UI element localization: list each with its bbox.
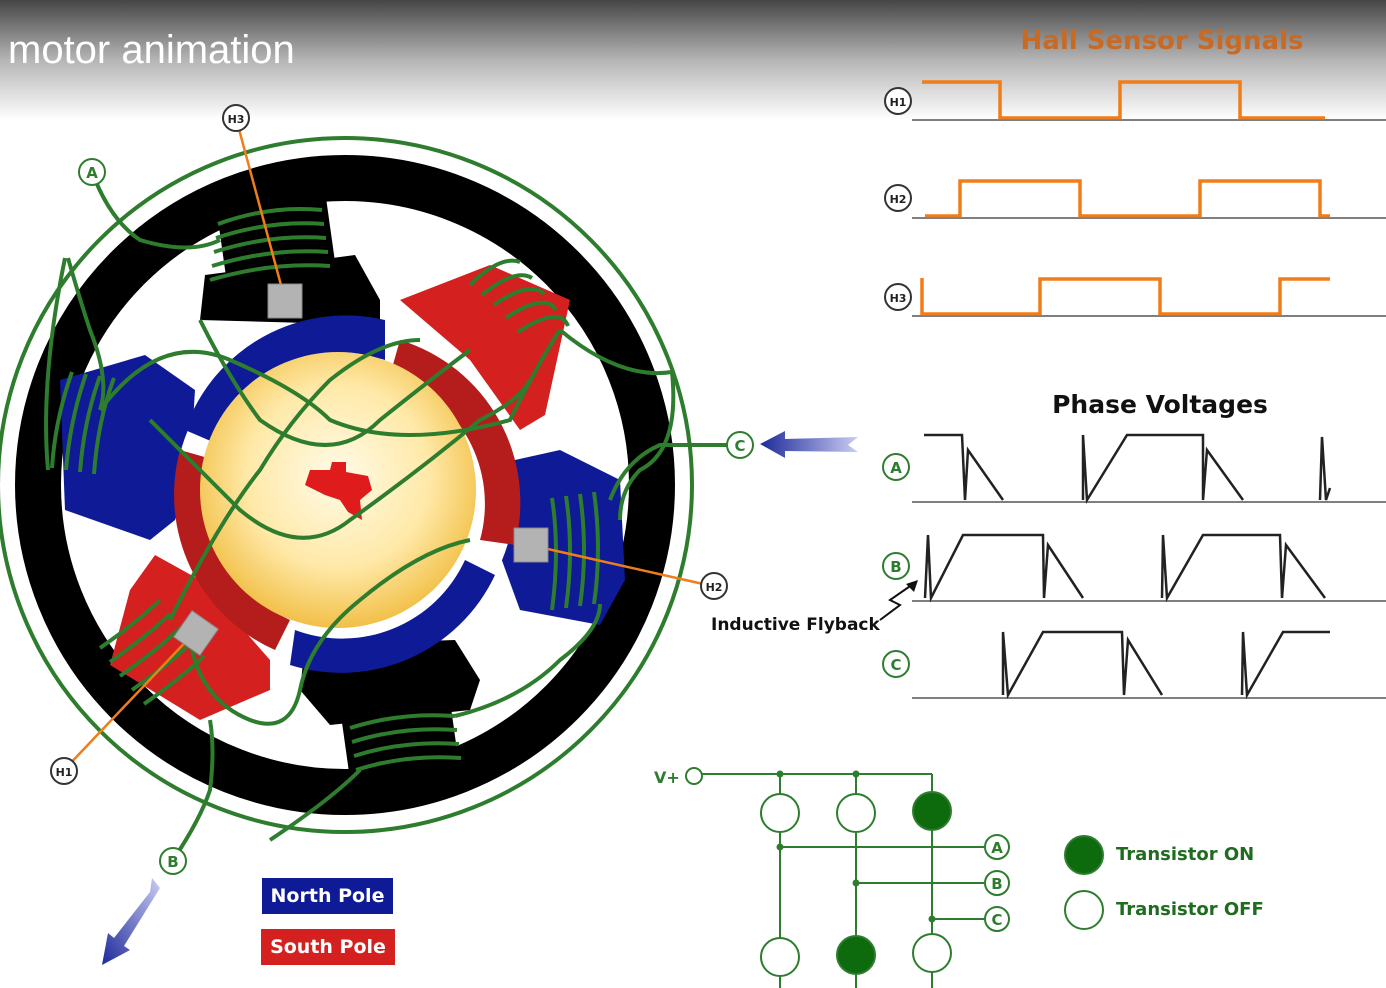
hall-signals-title: Hall Sensor Signals (1021, 26, 1304, 56)
coil-bottom (349, 713, 462, 772)
hall-label-h3-text: H3 (890, 292, 907, 305)
phase-label-a-text: A (890, 459, 902, 477)
hall-label-h3: H3 (884, 283, 912, 311)
legend-on-swatch (1064, 835, 1104, 875)
phase-label-a: A (882, 453, 910, 481)
rotor-north-arc-bottom (290, 560, 495, 673)
legend-south-pole: South Pole (261, 929, 395, 965)
title-overlay (0, 0, 1386, 120)
coil-left (50, 371, 116, 475)
h2-lead (529, 543, 713, 588)
hall-sensor-h1 (173, 610, 219, 656)
legend-transistor-on: Transistor ON (1116, 844, 1255, 865)
h3-lead (234, 117, 287, 301)
hall-signals-panel: Hall Sensor Signals H1 H2 H3 (884, 26, 1386, 317)
terminal-c-label: C (734, 437, 745, 455)
flyback-pointer (879, 581, 917, 621)
stator-ring (15, 155, 675, 815)
terminal-b-label: B (167, 853, 178, 871)
ti-logo-icon (305, 462, 372, 520)
coil-bottom-left (98, 598, 206, 706)
bridge-output-a: A (984, 834, 1010, 860)
current-arrow-c-icon (760, 431, 858, 458)
bridge-output-c: C (984, 906, 1010, 932)
bridge-output-c-label: C (991, 911, 1002, 929)
terminal-b: B (159, 847, 187, 875)
bridge-output-b-label: B (991, 875, 1002, 893)
legend-transistor-off: Transistor OFF (1116, 899, 1264, 920)
sensor-badge-h3-label: H3 (228, 113, 245, 126)
hall-label-h1: H1 (884, 87, 912, 115)
transistor-low-c (912, 933, 952, 973)
hall-label-h1-text: H1 (890, 96, 907, 109)
terminal-a: A (78, 158, 106, 186)
bridge-output-b: B (984, 870, 1010, 896)
flyback-arrowhead-icon (906, 580, 918, 592)
phase-voltages-title: Phase Voltages (1052, 390, 1268, 419)
current-arrow-b-icon (102, 878, 160, 965)
hall-waveform-h2 (925, 179, 1330, 218)
h1-lead (63, 631, 196, 771)
transistor-low-a (760, 937, 800, 977)
sensor-badge-h1: H1 (50, 757, 78, 785)
legend-north-pole: North Pole (262, 878, 393, 914)
phase-waveform-b (923, 533, 1327, 603)
hall-label-h2: H2 (884, 184, 912, 212)
phase-voltages-panel: Phase Voltages A B C (711, 390, 1386, 700)
interconnect-wires (44, 171, 740, 862)
phase-label-b-text: B (890, 558, 901, 576)
sensor-badge-h3: H3 (222, 104, 250, 132)
bridge-output-a-label: A (991, 839, 1003, 857)
hall-label-h2-text: H2 (890, 193, 907, 206)
sensor-badge-h1-label: H1 (56, 766, 73, 779)
flyback-annotation: Inductive Flyback (711, 615, 880, 635)
transistor-low-b (836, 935, 876, 975)
hall-waveform-h3 (920, 277, 1330, 316)
transistor-high-a (760, 793, 800, 833)
hall-waveform-h1 (922, 80, 1325, 120)
terminal-a-label: A (86, 164, 98, 182)
transistor-high-c (912, 791, 952, 831)
phase-waveform-c (1001, 630, 1330, 700)
hall-sensor-h2 (513, 527, 549, 563)
supply-label: V+ (654, 768, 680, 787)
motor: A B C H3 H2 H1 (0, 104, 858, 965)
rotor-south-arc-right (390, 340, 521, 545)
phase-label-c-text: C (890, 656, 901, 674)
sensor-badge-h2-label: H2 (706, 581, 723, 594)
hall-sensor-h3 (267, 283, 303, 319)
terminal-c: C (726, 431, 754, 459)
phase-waveform-a (924, 433, 1332, 505)
phase-label-b: B (882, 552, 910, 580)
video-title: motor animation (8, 28, 295, 72)
outer-wire-loop (0, 136, 694, 834)
sensor-badge-h2: H2 (700, 572, 728, 600)
transistor-bridge: V+ A B C (654, 767, 1104, 988)
legend-off-swatch (1064, 890, 1104, 930)
coil-top-right (468, 258, 570, 334)
phase-label-c: C (882, 650, 910, 678)
supply-terminal (685, 767, 703, 785)
transistor-high-b (836, 793, 876, 833)
